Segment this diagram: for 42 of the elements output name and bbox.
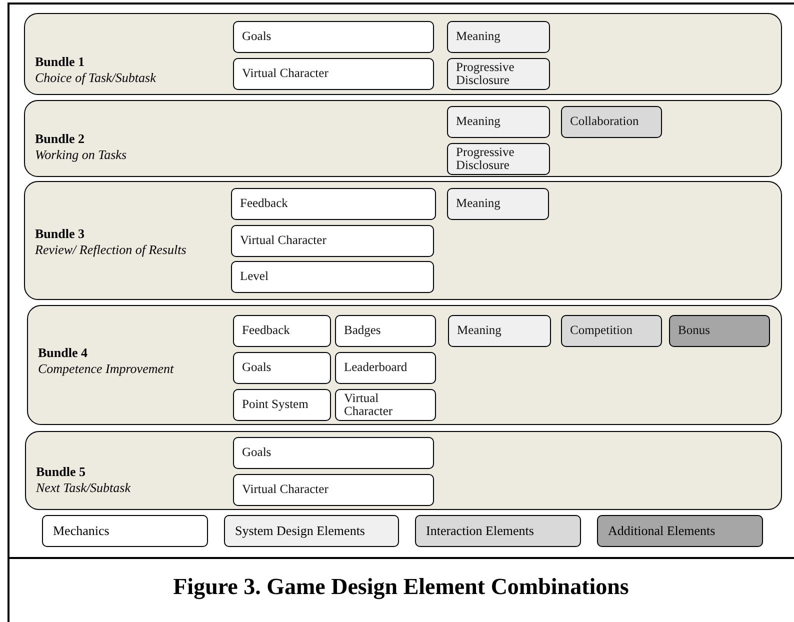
bundle-title: Bundle 3 [35, 226, 86, 242]
game-element-tag: Meaning [448, 315, 551, 347]
figure-caption: Figure 3. Game Design Element Combinations [172, 574, 630, 600]
bundle-panel [24, 13, 782, 95]
bundle-title: Bundle 2 [35, 131, 86, 148]
game-element-tag: Virtual Character [233, 474, 434, 506]
bundle-panel [27, 305, 782, 425]
game-element-tag: Meaning [447, 188, 549, 220]
game-element-tag: Meaning [447, 106, 550, 138]
game-element-tag: Collaboration [561, 106, 662, 138]
bundle-subtitle: Next Task/Subtask [36, 480, 130, 496]
game-element-tag: Progressive Disclosure [447, 143, 550, 175]
game-element-tag: Virtual Character [335, 389, 436, 421]
bundle-panel [25, 431, 782, 510]
legend-label: System Design Elements [235, 523, 365, 539]
game-element-tag: Virtual Character [233, 58, 434, 90]
game-element-tag: Progressive Disclosure [447, 58, 550, 90]
game-element-tag: Competition [561, 315, 662, 347]
bundle-subtitle: Competence Improvement [38, 361, 174, 378]
game-element-tag: Badges [335, 315, 436, 347]
game-element-tag: Level [231, 261, 434, 293]
game-element-tag: Virtual Character [231, 225, 434, 257]
legend-label: Additional Elements [608, 523, 716, 539]
bundle-subtitle: Working on Tasks [35, 147, 127, 164]
bundle-subtitle: Choice of Task/Subtask [35, 70, 156, 86]
game-element-tag: Point System [233, 389, 331, 421]
game-element-tag: Goals [233, 21, 434, 53]
legend-label: Interaction Elements [426, 523, 534, 539]
game-element-tag: Leaderboard [335, 352, 436, 384]
bundle-title: Bundle 5 [36, 464, 86, 480]
bundle-title: Bundle 1 [35, 54, 86, 70]
bundle-title: Bundle 4 [38, 345, 88, 362]
legend-label: Mechanics [53, 523, 110, 539]
game-element-tag: Goals [233, 437, 434, 469]
game-element-tag: Feedback [233, 315, 331, 347]
game-element-tag: Bonus [669, 315, 770, 347]
game-element-tag: Goals [233, 352, 331, 384]
game-element-tag: Feedback [231, 188, 436, 220]
bundle-panel [24, 181, 782, 300]
bundle-panel [24, 100, 782, 177]
bundle-subtitle: Review/ Reflection of Results [35, 242, 186, 258]
game-element-tag: Meaning [447, 21, 550, 53]
